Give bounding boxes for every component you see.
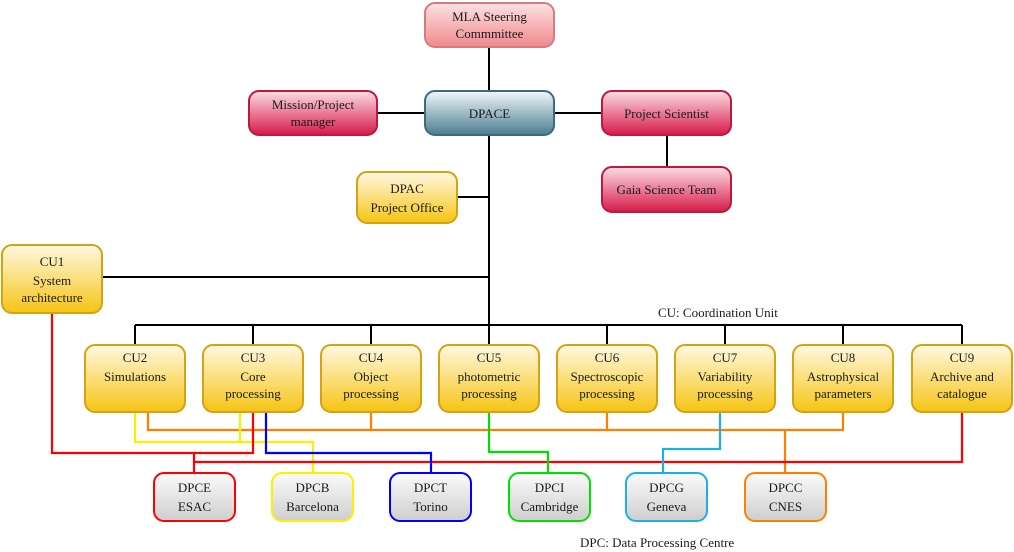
node-label: Gaia Science Team: [616, 182, 717, 197]
dpcc-node[interactable]: DPCC CNES: [744, 472, 827, 522]
cu-line2: catalogue: [937, 386, 987, 401]
link-dpct: [264, 413, 433, 472]
cu-id: CU8: [830, 350, 856, 365]
dpc-id: DPCB: [295, 480, 330, 495]
cu-line1: Core: [240, 369, 266, 384]
cu-line1: Astrophysical: [806, 369, 880, 384]
dpci-node[interactable]: DPCI Cambridge: [508, 472, 591, 522]
link-dpcb: [133, 413, 315, 472]
project-office-node[interactable]: DPAC Project Office: [356, 171, 458, 224]
link-dpci: [487, 413, 550, 472]
cu1-node[interactable]: CU1 System architecture: [1, 244, 103, 314]
cu-line1: Object: [353, 369, 389, 384]
cu-line1: Variability: [697, 369, 753, 384]
node-label: Project Office: [370, 199, 444, 215]
dpace-node[interactable]: DPACE: [424, 90, 555, 136]
cu-line2: parameters: [814, 386, 872, 401]
node-label: manager: [290, 114, 336, 129]
cu-line1: System: [32, 272, 72, 288]
link-dpcg: [661, 413, 722, 472]
dpc-id: DPCT: [413, 480, 448, 495]
node-label: Mission/Project: [271, 97, 355, 112]
dpcb-node[interactable]: DPCB Barcelona: [271, 472, 354, 522]
project-scientist-node[interactable]: Project Scientist: [601, 90, 732, 136]
dpc-site: Torino: [413, 499, 448, 514]
cu-id: CU2: [122, 350, 148, 365]
cu-id: CU6: [594, 350, 620, 365]
mla-steering-committee-node[interactable]: MLA Steering Commmittee: [424, 2, 555, 48]
cu5-node[interactable]: CU5 photometric processing: [438, 344, 540, 413]
link-dpce: [50, 314, 255, 455]
dpcg-node[interactable]: DPCG Geneva: [625, 472, 708, 522]
cu-line1: Simulations: [103, 369, 167, 384]
dpct-node[interactable]: DPCT Torino: [389, 472, 472, 522]
cu-legend: CU: Coordination Unit: [658, 305, 778, 320]
dpc-site: Geneva: [646, 499, 687, 514]
dpc-id: DPCE: [177, 480, 212, 495]
cu-line2: processing: [579, 386, 635, 401]
node-label: DPAC: [390, 180, 424, 196]
node-label: DPACE: [468, 105, 511, 121]
cu-line2: processing: [343, 386, 399, 401]
cu-line2: processing: [225, 386, 281, 401]
node-label: Project Scientist: [624, 105, 709, 121]
dpc-site: ESAC: [177, 499, 212, 514]
cu-line2: architecture: [21, 289, 83, 305]
cu-id: CU9: [949, 350, 975, 365]
cu-id: CU4: [358, 350, 384, 365]
cu-line1: Spectroscopic: [570, 369, 644, 384]
cu-id: CU1: [39, 253, 65, 269]
link-dpcc: [146, 413, 845, 432]
dpc-id: DPCI: [534, 480, 565, 495]
dpc-id: DPCG: [649, 480, 684, 495]
node-label: MLA Steering: [452, 9, 527, 24]
node-label: Commmittee: [455, 26, 524, 41]
dpc-site: Cambridge: [520, 499, 579, 514]
cu-id: CU7: [712, 350, 738, 365]
gaia-science-team-node[interactable]: Gaia Science Team: [601, 166, 732, 213]
cu-id: CU3: [240, 350, 266, 365]
mission-manager-node[interactable]: Mission/Project manager: [248, 90, 378, 136]
cu-line1: photometric: [457, 369, 521, 384]
cu-line2: processing: [461, 386, 517, 401]
hierarchy-lines: [103, 48, 963, 345]
cu-line1: Archive and: [930, 369, 994, 384]
cu-line2: processing: [697, 386, 753, 401]
dpc-site: Barcelona: [286, 499, 339, 514]
dpc-id: DPCC: [768, 480, 803, 495]
dpce-node[interactable]: DPCE ESAC: [153, 472, 236, 522]
dpc-legend: DPC: Data Processing Centre: [580, 535, 735, 550]
cu-id: CU5: [476, 350, 502, 365]
dpc-site: CNES: [768, 499, 803, 514]
